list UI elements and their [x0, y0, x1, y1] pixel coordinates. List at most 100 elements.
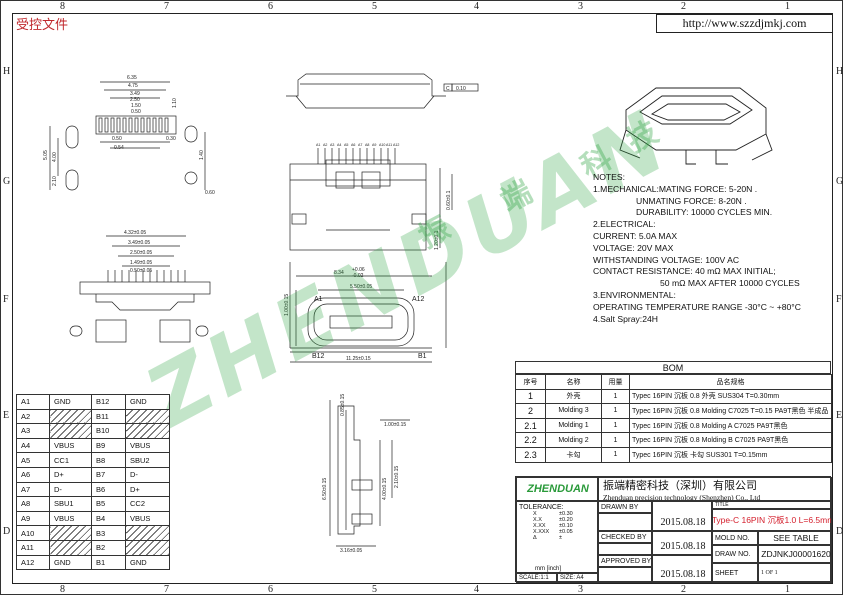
- pin-table-cell: A10: [16, 525, 50, 541]
- connector-side-view: [329, 400, 410, 547]
- note-line: CONTACT RESISTANCE: 40 mΩ MAX INITIAL;: [593, 266, 776, 277]
- zone-row-right: E: [836, 410, 843, 421]
- note-line: 4.Salt Spray:24H: [593, 313, 658, 324]
- pin-table-cell: [125, 423, 170, 439]
- pin-table-cell: [49, 423, 92, 439]
- pcb-pad: [158, 117, 163, 133]
- dim-text: 3.49: [130, 91, 140, 97]
- zone-col: 8: [60, 1, 65, 12]
- tolerance-format: X.XXX: [533, 529, 550, 535]
- note-line: 1.MECHANICAL:MATING FORCE: 5-20N .: [593, 183, 758, 194]
- pin-label: A1: [314, 296, 323, 303]
- tolerance-format: Δ: [533, 535, 537, 541]
- dim-text: 0.85±0.15: [340, 394, 346, 416]
- drawing-frame-inner: [12, 13, 833, 584]
- zone-row: H: [3, 66, 11, 77]
- title-label: TITLE: [712, 501, 832, 509]
- pin-table-cell: VBUS: [125, 510, 170, 527]
- pin-table-cell: CC2: [125, 496, 170, 512]
- zone-row: G: [3, 176, 11, 187]
- pcb-pad: [140, 117, 145, 133]
- tolerance-row: X.XX±0.10: [533, 523, 573, 529]
- notes-title: NOTES:: [593, 172, 625, 182]
- dim-text: -0.02: [352, 273, 364, 279]
- pin-table-cell: [125, 408, 170, 425]
- pin-table-cell: D+: [125, 481, 170, 498]
- bom-cell: 1: [601, 388, 630, 405]
- drawn-by-value: [598, 513, 652, 531]
- dim-text: 4.75: [128, 83, 138, 89]
- pin-table-cell: B2: [91, 539, 126, 556]
- pcb-pad: [116, 117, 121, 133]
- tolerance-label: TOLERANCE:: [519, 504, 564, 511]
- pin-table-cell: GND: [125, 554, 170, 571]
- pcb-pad: [152, 117, 157, 133]
- zone-col-bottom: 2: [681, 584, 686, 595]
- zone-row: D: [3, 526, 11, 537]
- dim-text: 0.60: [205, 190, 215, 196]
- pin-table-cell: GND: [49, 394, 92, 410]
- pin-table-cell: A4: [16, 437, 50, 454]
- connector-top-view: [289, 148, 453, 251]
- size-label: SIZE: A4: [557, 573, 598, 583]
- top-pin-label: A9: [372, 143, 376, 147]
- pin-table-cell: B3: [91, 525, 126, 541]
- dim-text: 0.10: [456, 86, 466, 92]
- dim-text: 2.50: [130, 97, 140, 103]
- pin-table-cell: B10: [91, 423, 126, 439]
- pin-table-cell: SBU2: [125, 452, 170, 468]
- bom-cell: 外壳: [545, 388, 602, 405]
- dim-text: 4.32±0.05: [124, 230, 146, 236]
- mold-no-label: MOLD NO.: [712, 531, 758, 545]
- company-url[interactable]: http://www.szzdjmkj.com: [656, 14, 833, 33]
- pin-table-cell: CC1: [49, 452, 92, 468]
- sheet-value: 1 OF 1: [758, 563, 832, 583]
- pin-table-cell: D-: [49, 481, 92, 498]
- tolerance-format: X.X: [533, 517, 542, 523]
- pin-table-cell: [49, 408, 92, 425]
- tolerance-value: ±0.05: [559, 529, 573, 535]
- bom-header-cell: 名称: [545, 374, 602, 390]
- dim-text: 0.30: [166, 136, 176, 142]
- zone-row-right: D: [836, 526, 844, 537]
- pin-table-cell: B1: [91, 554, 126, 571]
- scale-label: SCALE:1:1: [516, 573, 557, 583]
- bom-cell: 1: [601, 432, 630, 448]
- dim-text: 6.35: [127, 75, 137, 81]
- zone-col-bottom: 6: [268, 584, 273, 595]
- dim-text: 8.34: [334, 270, 344, 276]
- pin-label: B1: [418, 353, 427, 360]
- pin-table-cell: [125, 539, 170, 556]
- pcb-pad: [98, 117, 103, 133]
- dim-text: 1.50: [131, 103, 141, 109]
- note-line: OPERATING TEMPERATURE RANGE -30°C ~ +80°…: [593, 301, 801, 312]
- note-line: WITHSTANDING VOLTAGE: 100V AC: [593, 254, 740, 265]
- bom-cell: 1: [601, 446, 630, 463]
- tolerance-format: X.XX: [533, 523, 546, 529]
- bom-header-cell: 用量: [601, 374, 630, 390]
- pin-table-cell: B5: [91, 496, 126, 512]
- dim-text: 1.49±0.05: [130, 260, 152, 266]
- dim-text: C: [446, 86, 450, 92]
- pcb-pad: [110, 117, 115, 133]
- pcb-pad: [134, 117, 139, 133]
- zone-row-right: F: [836, 294, 842, 305]
- pin-table-cell: B4: [91, 510, 126, 527]
- note-line: CURRENT: 5.0A MAX: [593, 230, 678, 241]
- zone-col: 6: [268, 1, 273, 12]
- connector-rear-view: [69, 235, 211, 343]
- pin-table-cell: VBUS: [125, 437, 170, 454]
- pin-table-cell: [49, 525, 92, 541]
- approved-by-value: [598, 567, 652, 583]
- tolerance-row: Δ±: [533, 535, 573, 541]
